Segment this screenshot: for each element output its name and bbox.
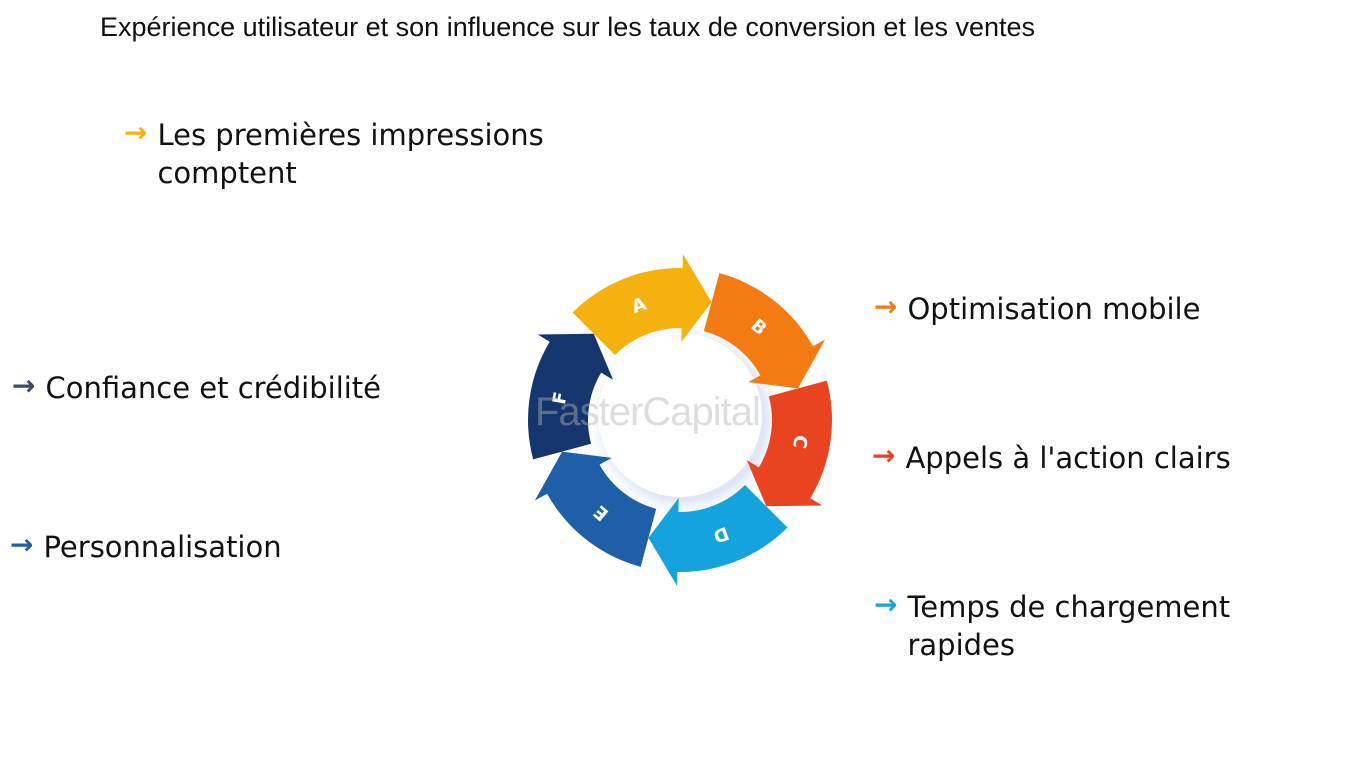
cycle-arrow-f [528, 333, 614, 460]
cycle-arrow-c [746, 380, 832, 507]
item-trust-credibility: → Confiance et crédibilité [12, 369, 381, 407]
cycle-arrow-e [534, 451, 657, 567]
cycle-arrow-d [648, 485, 788, 586]
item-label: Temps de chargement [907, 590, 1231, 624]
cycle-letter-d: D [710, 522, 731, 547]
arrow-right-icon: → [874, 588, 898, 621]
page-title: Expérience utilisateur et son influence … [100, 12, 1036, 42]
cycle-letter-a: A [629, 293, 649, 317]
arrow-right-icon: → [12, 369, 36, 402]
item-label: Les premières impressions [157, 118, 544, 152]
arrow-right-icon: → [10, 528, 34, 561]
item-label-line2: comptent [157, 156, 297, 190]
arrow-right-icon: → [124, 116, 148, 149]
arrow-right-icon: → [872, 439, 896, 472]
watermark: FasterCapital [535, 390, 761, 434]
item-clear-cta: → Appels à l'action clairs [872, 439, 1231, 477]
item-personalization: → Personnalisation [10, 528, 282, 566]
center-circle [598, 333, 762, 497]
cycle-arrow-b [703, 273, 826, 389]
item-label: Confiance et crédibilité [45, 371, 382, 405]
item-mobile-optimization: → Optimisation mobile [874, 290, 1200, 328]
item-label: Appels à l'action clairs [905, 441, 1231, 475]
cycle-arrow-a [572, 254, 712, 355]
item-label: Personnalisation [43, 530, 282, 564]
item-first-impressions: → Les premières impressions comptent [124, 116, 544, 192]
item-fast-loading: → Temps de chargement rapides [874, 588, 1230, 664]
arrow-right-icon: → [874, 290, 898, 323]
cycle-letter-f: F [549, 390, 572, 406]
cycle-letter-c: C [788, 433, 811, 450]
item-label-line2: rapides [907, 628, 1015, 662]
item-label: Optimisation mobile [907, 292, 1201, 326]
